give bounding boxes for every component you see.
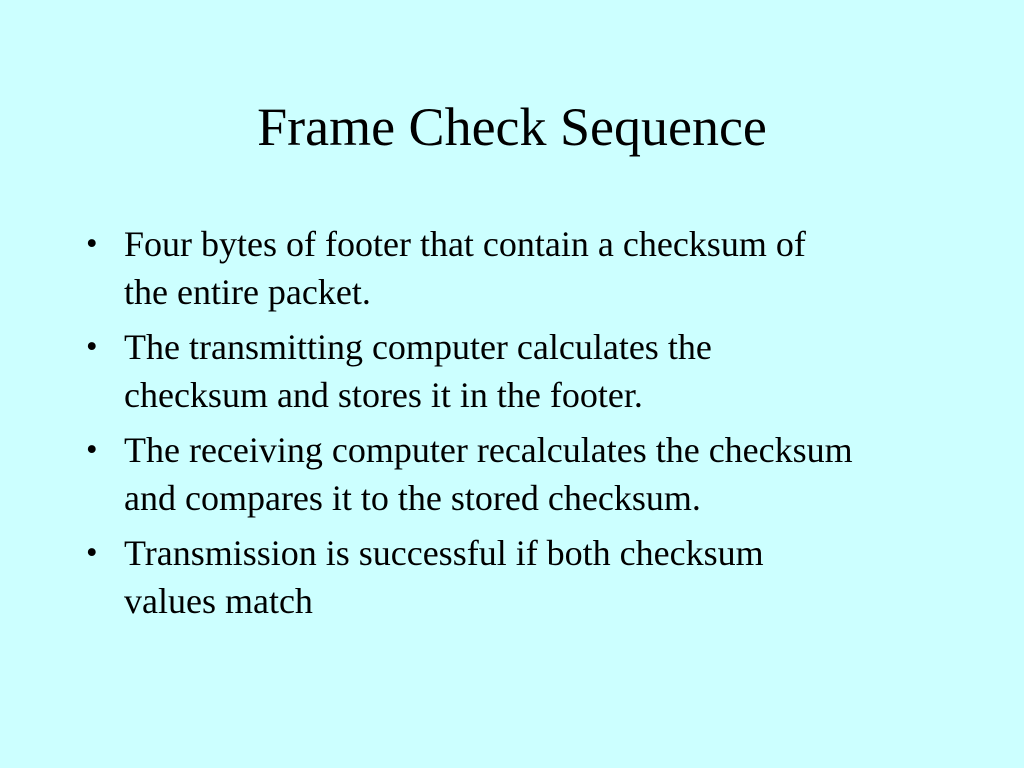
bullet-text: Transmission is successful if both check… (124, 533, 764, 622)
bullet-icon: • (86, 432, 98, 469)
bullet-icon: • (86, 535, 98, 572)
bullet-item: • The receiving computer recalculates th… (86, 426, 1004, 522)
slide-title: Frame Check Sequence (257, 97, 767, 157)
bullet-item: • Transmission is successful if both che… (86, 529, 1004, 625)
bullet-icon: • (86, 329, 98, 366)
bullet-text: The transmitting computer calculates the… (124, 327, 712, 416)
bullet-icon: • (86, 226, 98, 263)
bullet-item: • Four bytes of footer that contain a ch… (86, 220, 1004, 316)
bullet-text: The receiving computer recalculates the … (124, 430, 853, 519)
bullet-text: Four bytes of footer that contain a chec… (124, 224, 806, 313)
bullet-list: • Four bytes of footer that contain a ch… (86, 220, 1004, 625)
bullet-item: • The transmitting computer calculates t… (86, 323, 1004, 419)
